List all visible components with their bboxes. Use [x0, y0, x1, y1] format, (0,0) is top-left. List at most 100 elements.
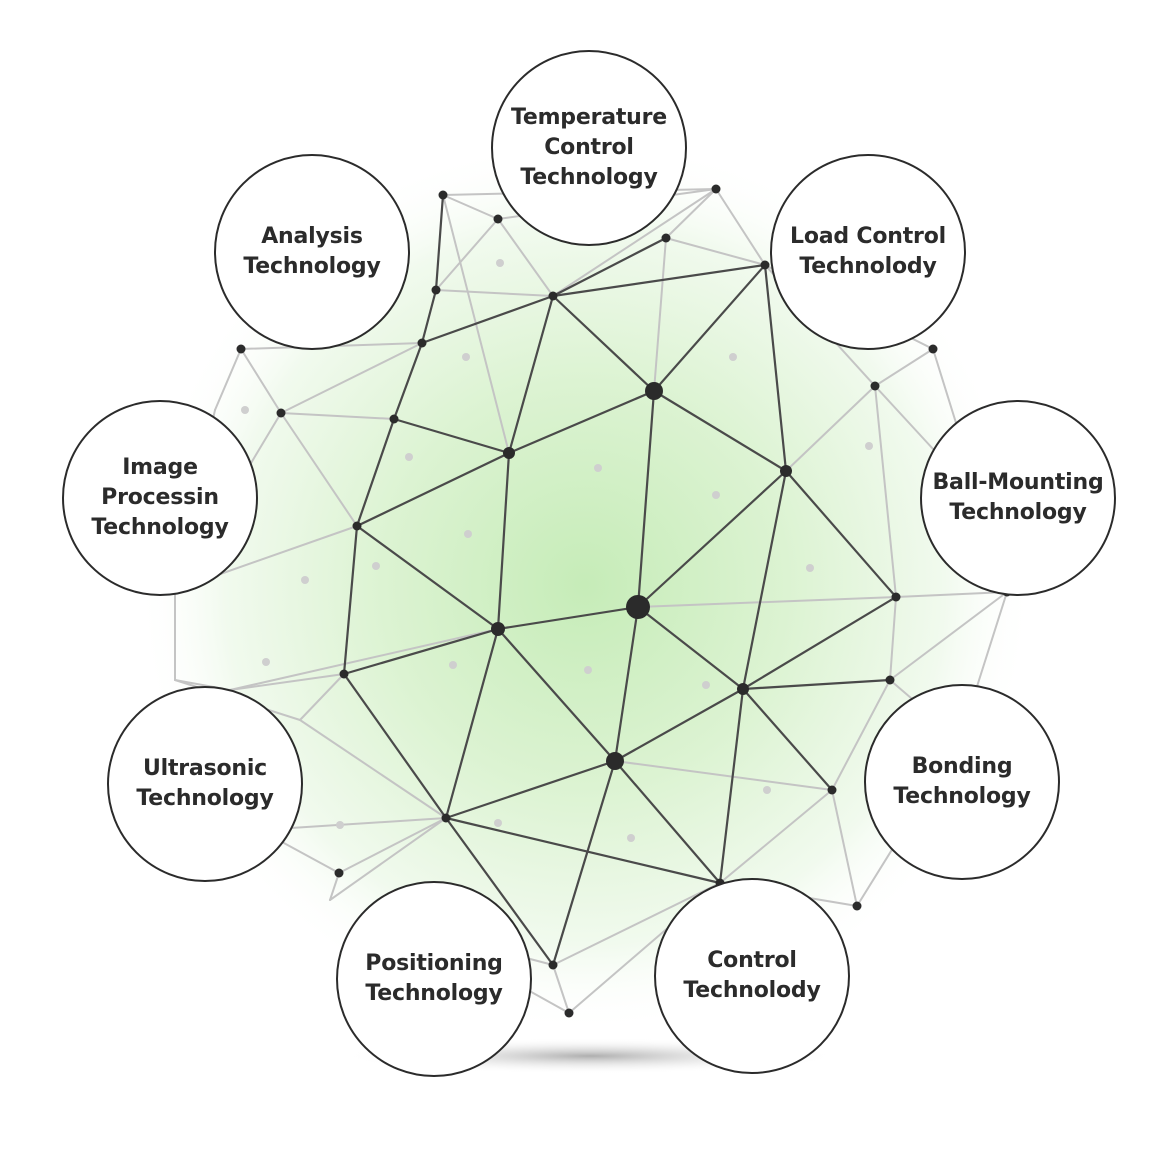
network-edge-light: [831, 679, 891, 791]
network-node: [928, 344, 938, 354]
network-edge-light: [665, 188, 717, 239]
network-hub-node: [626, 595, 650, 619]
analysis-circle: Analysis Technology: [214, 154, 410, 350]
network-node: [885, 675, 895, 685]
network-edge-light: [299, 673, 345, 721]
network-edge: [718, 687, 745, 885]
network-edge-light: [329, 817, 447, 901]
network-node: [389, 414, 399, 424]
network-node-faint: [627, 834, 635, 842]
network-edge-light: [280, 412, 395, 420]
network-node: [852, 901, 862, 911]
network-node-faint: [464, 530, 472, 538]
network-edge-light: [280, 412, 358, 527]
network-edge: [551, 759, 617, 967]
network-node: [503, 447, 515, 459]
network-node: [564, 1008, 574, 1018]
ultrasonic-circle: Ultrasonic Technology: [107, 686, 303, 882]
network-edge-light: [329, 872, 340, 901]
network-node: [548, 291, 558, 301]
network-node: [645, 382, 663, 400]
network-node: [352, 521, 362, 531]
network-edge: [496, 605, 640, 631]
bonding-circle: Bonding Technology: [864, 684, 1060, 880]
network-edge-light: [552, 188, 717, 297]
network-edge: [741, 678, 892, 691]
ball-mounting-label: Ball-Mounting Technology: [932, 470, 1104, 525]
network-node: [334, 868, 344, 878]
network-edge-light: [299, 719, 447, 819]
network-edge: [551, 294, 656, 393]
network-node-faint: [494, 819, 502, 827]
network-edge-light: [874, 348, 934, 387]
analysis-label: Analysis Technology: [243, 224, 381, 279]
network-edge-light: [785, 385, 876, 472]
network-edge: [342, 524, 359, 676]
network-node: [548, 960, 558, 970]
network-node-faint: [496, 259, 504, 267]
network-edge: [342, 672, 448, 820]
network-edge-light: [889, 596, 897, 681]
network-node: [711, 184, 721, 194]
network-edge: [355, 524, 500, 631]
network-node-faint: [806, 564, 814, 572]
network-node: [236, 344, 246, 354]
network-edge: [392, 341, 424, 421]
network-node-faint: [372, 562, 380, 570]
network-edge-light: [719, 789, 833, 884]
network-node-faint: [241, 406, 249, 414]
network-edge: [613, 605, 640, 763]
network-node: [276, 408, 286, 418]
bonding-label: Bonding Technology: [893, 754, 1031, 809]
network-edge: [636, 469, 788, 609]
network-edge: [496, 627, 617, 763]
network-edge-light: [435, 289, 554, 297]
temperature-control-label: Temperature Control Technology: [510, 105, 668, 190]
network-edge: [741, 595, 898, 691]
network-edge-light: [552, 964, 570, 1014]
network-edge: [636, 605, 745, 691]
network-node: [737, 683, 749, 695]
network-edge-light: [614, 760, 833, 791]
green-glow: [135, 135, 1035, 1035]
network-node: [760, 260, 770, 270]
image-processing-label: Image Processin Technology: [91, 455, 229, 540]
network-edge: [636, 389, 656, 609]
network-edge: [741, 469, 788, 691]
positioning-circle: Positioning Technology: [336, 881, 532, 1077]
network-edge-light: [665, 237, 766, 266]
network-edge: [784, 469, 898, 599]
network-node-faint: [584, 666, 592, 674]
network-edge: [434, 193, 445, 292]
network-node: [417, 338, 427, 348]
network-edge: [342, 627, 500, 676]
network-node-faint: [301, 576, 309, 584]
network-edge: [741, 687, 834, 792]
network-node: [870, 381, 880, 391]
ultrasonic-label: Ultrasonic Technology: [136, 756, 274, 811]
network-edge: [392, 417, 511, 455]
network-edge-light: [653, 237, 667, 392]
network-edge: [444, 816, 555, 967]
network-edge: [613, 759, 722, 885]
network-edge: [507, 294, 555, 455]
network-edge-light: [229, 628, 499, 691]
network-edge-light: [435, 218, 499, 291]
network-node-faint: [336, 821, 344, 829]
network-node-faint: [594, 464, 602, 472]
network-edge: [420, 294, 555, 345]
network-edge: [496, 451, 511, 631]
network-node-faint: [865, 442, 873, 450]
network-edge: [444, 816, 722, 885]
network-node-faint: [702, 681, 710, 689]
network-node: [606, 752, 624, 770]
network-edge: [355, 417, 396, 528]
network-edge-light: [240, 348, 282, 414]
network-edge: [652, 263, 767, 393]
network-edge-light: [831, 789, 858, 907]
network-edge-light: [895, 591, 1008, 598]
network-node-faint: [712, 491, 720, 499]
positioning-label: Positioning Technology: [365, 951, 503, 1006]
